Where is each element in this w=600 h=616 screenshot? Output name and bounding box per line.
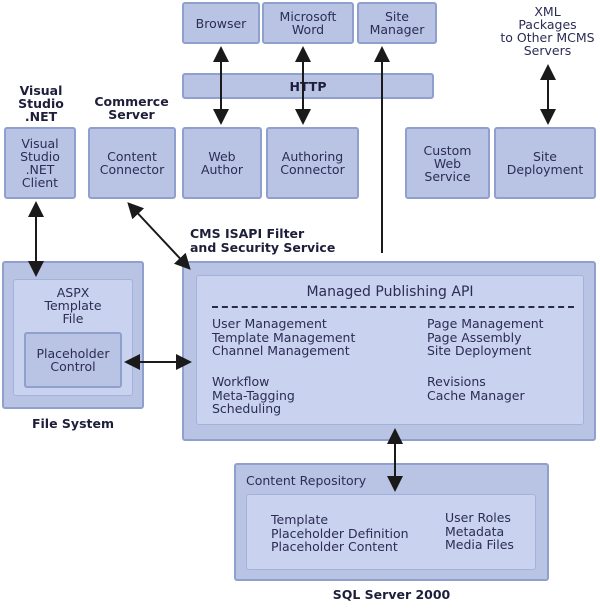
sql-server-label: SQL Server 2000 xyxy=(332,586,451,602)
custom-web-service-box xyxy=(405,127,490,199)
site-manager-box xyxy=(357,2,437,44)
visual-studio-client-box xyxy=(4,127,76,199)
browser-box xyxy=(182,2,260,44)
repository-inner-box xyxy=(246,494,536,570)
api-title: Managed Publishing API xyxy=(306,283,474,300)
content-connector-box xyxy=(88,127,176,199)
browser-label: Browser xyxy=(195,15,247,31)
api-inner-box xyxy=(196,275,584,425)
web-author-box xyxy=(182,127,262,199)
api-divider xyxy=(212,306,574,308)
site-deployment-box xyxy=(494,127,596,199)
authoring-connector-box xyxy=(266,127,359,199)
arrow-content-connector-api xyxy=(127,202,191,270)
microsoft-word-box xyxy=(262,2,354,44)
placeholder-control-box xyxy=(24,332,122,388)
file-system-label: File System xyxy=(31,415,114,431)
content-repository-title: Content Repository xyxy=(246,473,367,488)
